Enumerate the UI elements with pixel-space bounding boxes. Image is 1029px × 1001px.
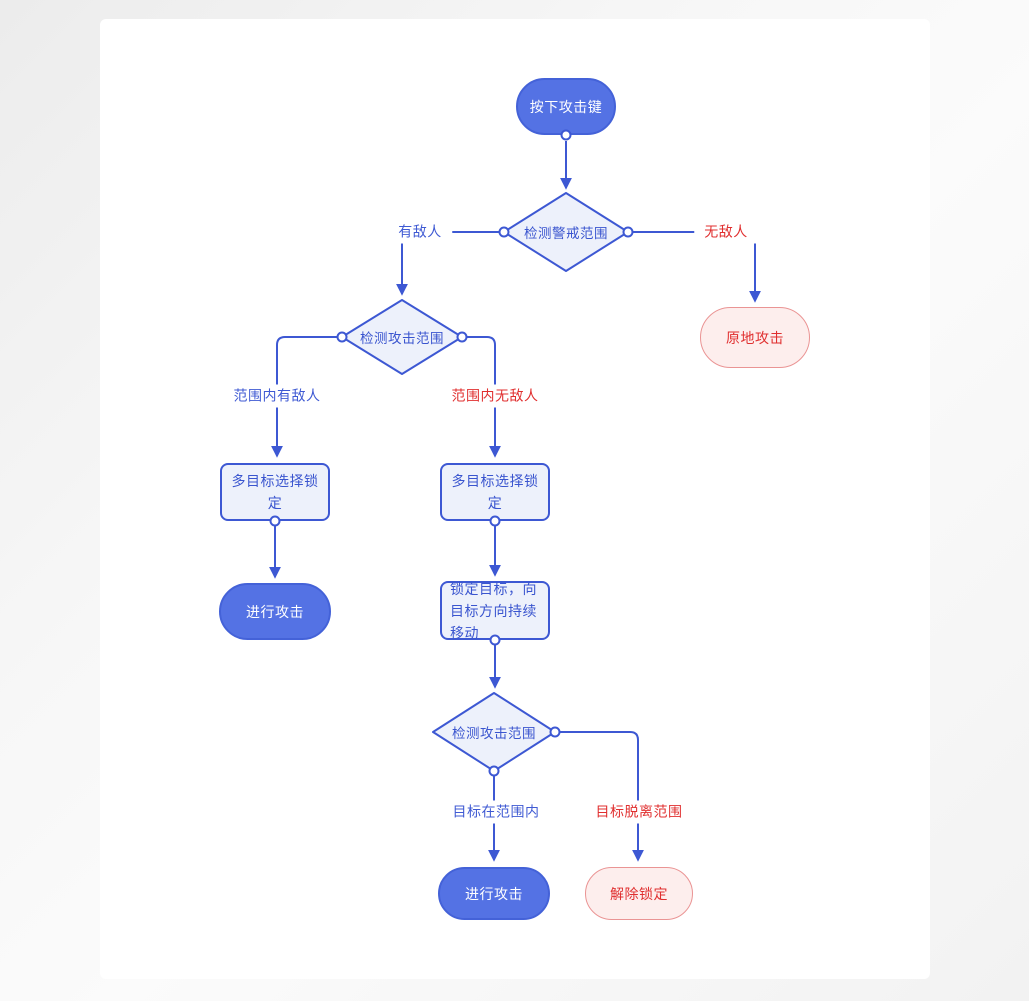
- start-node[interactable]: 按下攻击键: [516, 78, 616, 135]
- decision-attack-range-1-label: 检测攻击范围: [360, 331, 444, 346]
- edge-label-no-enemy-in-range[interactable]: 范围内无敌人: [441, 384, 549, 408]
- edge-label-target-out-of-range[interactable]: 目标脱离范围: [585, 800, 693, 824]
- edge-label-enemy-in-range[interactable]: 范围内有敌人: [223, 384, 331, 408]
- attack-left-node[interactable]: 进行攻击: [219, 583, 331, 640]
- unlock-node[interactable]: 解除锁定: [585, 867, 693, 920]
- multi-target-lock-left-node[interactable]: 多目标选择锁定: [220, 463, 330, 521]
- lock-and-move-node[interactable]: 锁定目标，向目标方向持续移动: [440, 581, 550, 641]
- attack-bottom-node[interactable]: 进行攻击: [438, 867, 550, 920]
- edge-label-has-enemy[interactable]: 有敌人: [388, 220, 452, 244]
- decision-attack-range-2-label: 检测攻击范围: [452, 726, 536, 741]
- edge-label-target-in-range[interactable]: 目标在范围内: [442, 800, 550, 824]
- decision-alert-range-label: 检测警戒范围: [524, 226, 608, 241]
- edge-label-no-enemy[interactable]: 无敌人: [694, 220, 758, 244]
- attack-in-place-node[interactable]: 原地攻击: [700, 307, 810, 368]
- multi-target-lock-right-node[interactable]: 多目标选择锁定: [440, 463, 550, 521]
